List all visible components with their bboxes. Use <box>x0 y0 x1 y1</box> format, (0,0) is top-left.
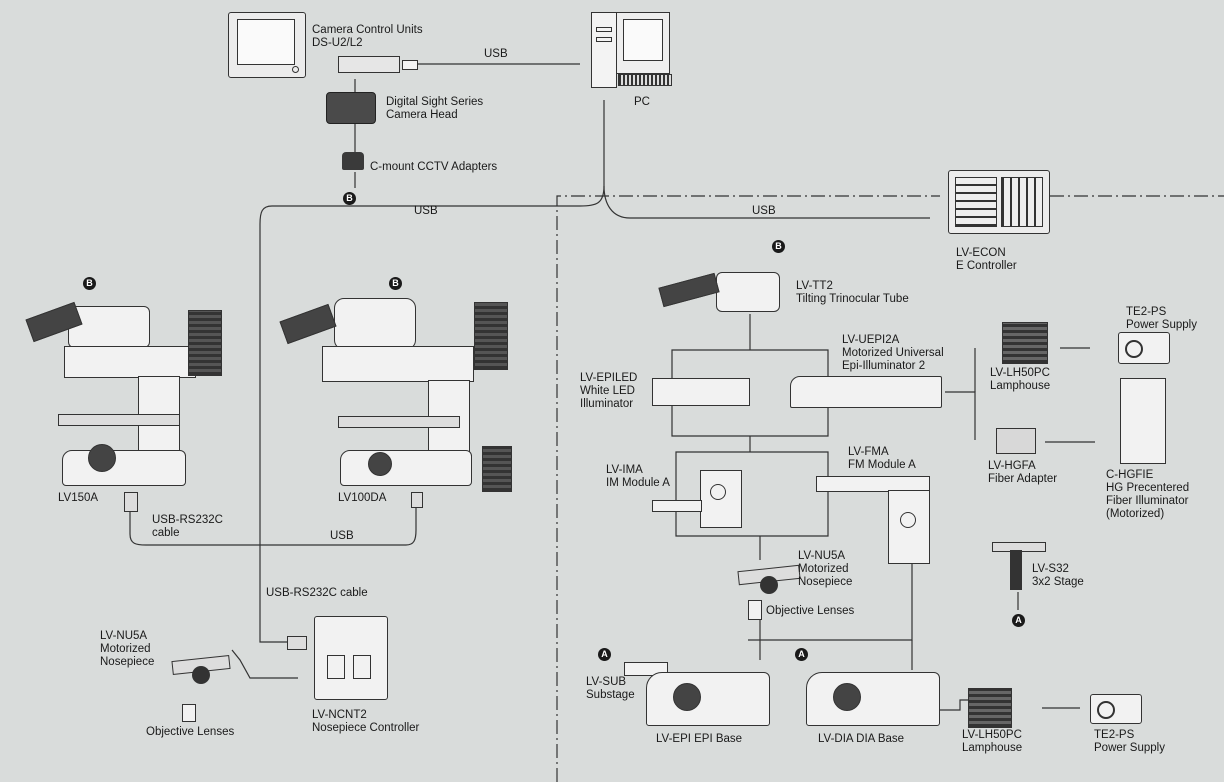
badge-a: A <box>795 648 808 661</box>
camera-monitor <box>228 12 306 78</box>
lv100da-microscope <box>278 290 518 492</box>
usb-plug-icon <box>402 60 418 70</box>
lh50pc-lamphouse-bottom <box>968 688 1012 728</box>
usb-label-left: USB <box>414 205 438 217</box>
objective-right-label: Objective Lenses <box>766 605 855 617</box>
usb-label-right: USB <box>752 205 776 217</box>
cmount-label: C-mount CCTV Adapters <box>370 161 498 173</box>
lv150a-label: LV150A <box>58 492 99 504</box>
pc-label: PC <box>634 96 650 108</box>
badge-b: B <box>343 192 356 205</box>
epi-base-label: LV-EPI EPI Base <box>656 733 743 745</box>
pc-monitor <box>616 12 670 74</box>
usb-label-bottom: USB <box>330 530 354 542</box>
ncnt2-connector <box>287 636 307 650</box>
econ-controller <box>948 170 1050 234</box>
rs232c-connector <box>124 492 138 512</box>
camera-control-unit <box>338 56 400 73</box>
camera-head <box>326 92 376 124</box>
ncnt2-controller <box>314 616 388 700</box>
rs232c-cable-label: USB-RS232C cable <box>266 587 368 599</box>
usb-connector <box>411 492 423 508</box>
hgfa-adapter <box>996 428 1036 454</box>
objective-lens-right <box>748 600 762 620</box>
objective-left-label: Objective Lenses <box>146 726 235 738</box>
s32-stage <box>992 542 1046 592</box>
epiled-illuminator <box>652 378 750 406</box>
pc-keyboard <box>618 74 672 86</box>
badge-a: A <box>1012 614 1025 627</box>
fma-module <box>816 476 932 564</box>
lh50pc-lamphouse-top <box>1002 322 1048 364</box>
ima-module <box>652 470 742 528</box>
lv150a-microscope <box>25 290 228 490</box>
nosepiece-left <box>171 650 231 686</box>
badge-a: A <box>598 648 611 661</box>
hgfie-illuminator <box>1120 378 1166 464</box>
usb-label-camera: USB <box>484 48 508 60</box>
dia-base <box>806 672 940 726</box>
dia-base-label: LV-DIA DIA Base <box>818 733 905 745</box>
badge-b: B <box>83 277 96 290</box>
lv100da-label: LV100DA <box>338 492 387 504</box>
uepi2a-illuminator <box>790 376 942 408</box>
te2ps-power-bottom <box>1090 694 1142 724</box>
pc-tower <box>591 12 617 88</box>
te2ps-power-top <box>1118 332 1170 364</box>
nosepiece-right <box>737 560 801 596</box>
badge-b: B <box>772 240 785 253</box>
objective-lens-left <box>182 704 196 722</box>
epi-base <box>646 672 770 726</box>
c-mount-adapter <box>342 152 364 170</box>
badge-b: B <box>389 277 402 290</box>
tt2-tube <box>658 272 780 314</box>
